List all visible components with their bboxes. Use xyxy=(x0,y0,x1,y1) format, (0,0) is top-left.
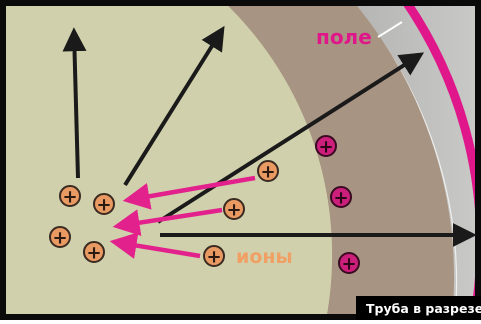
caption-text: Труба в разрезе xyxy=(366,301,481,316)
svg-text:+: + xyxy=(318,137,333,158)
svg-text:+: + xyxy=(341,254,356,275)
svg-text:+: + xyxy=(226,200,241,221)
svg-text:+: + xyxy=(206,247,221,268)
arrow-diagonal-long xyxy=(156,52,425,224)
ion-arrow-1 xyxy=(122,175,256,210)
positive-ion-icon: + xyxy=(59,185,81,208)
positive-ion-icon: + xyxy=(257,160,279,183)
positive-ion-icon: + xyxy=(223,198,245,221)
wall-charges: + + + xyxy=(315,135,360,275)
inner-ions: + + + + + + + xyxy=(49,160,279,268)
positive-ion-icon: + xyxy=(49,226,71,249)
field-label: поле xyxy=(316,25,372,49)
ion-arrow-2 xyxy=(112,207,223,237)
svg-text:+: + xyxy=(52,228,67,249)
svg-text:+: + xyxy=(260,162,275,183)
ions-label: ионы xyxy=(236,246,293,268)
arrow-up-right xyxy=(123,25,225,187)
ion-arrow-3 xyxy=(109,232,201,259)
svg-text:+: + xyxy=(62,187,77,208)
black-arrows xyxy=(62,25,477,247)
field-label-leader xyxy=(377,21,403,38)
tube-interior xyxy=(0,0,333,320)
svg-text:+: + xyxy=(333,188,348,209)
svg-text:+: + xyxy=(96,195,111,216)
arrow-up-left xyxy=(62,27,87,179)
positive-charge-icon: + xyxy=(330,186,352,209)
positive-charge-icon: + xyxy=(338,252,360,275)
positive-ion-icon: + xyxy=(83,241,105,264)
caption-box xyxy=(356,296,481,320)
positive-ion-icon: + xyxy=(93,193,115,216)
magenta-arrows xyxy=(109,175,256,259)
positive-charge-icon: + xyxy=(315,135,337,158)
positive-ion-icon: + xyxy=(203,245,225,268)
svg-text:+: + xyxy=(86,243,101,264)
